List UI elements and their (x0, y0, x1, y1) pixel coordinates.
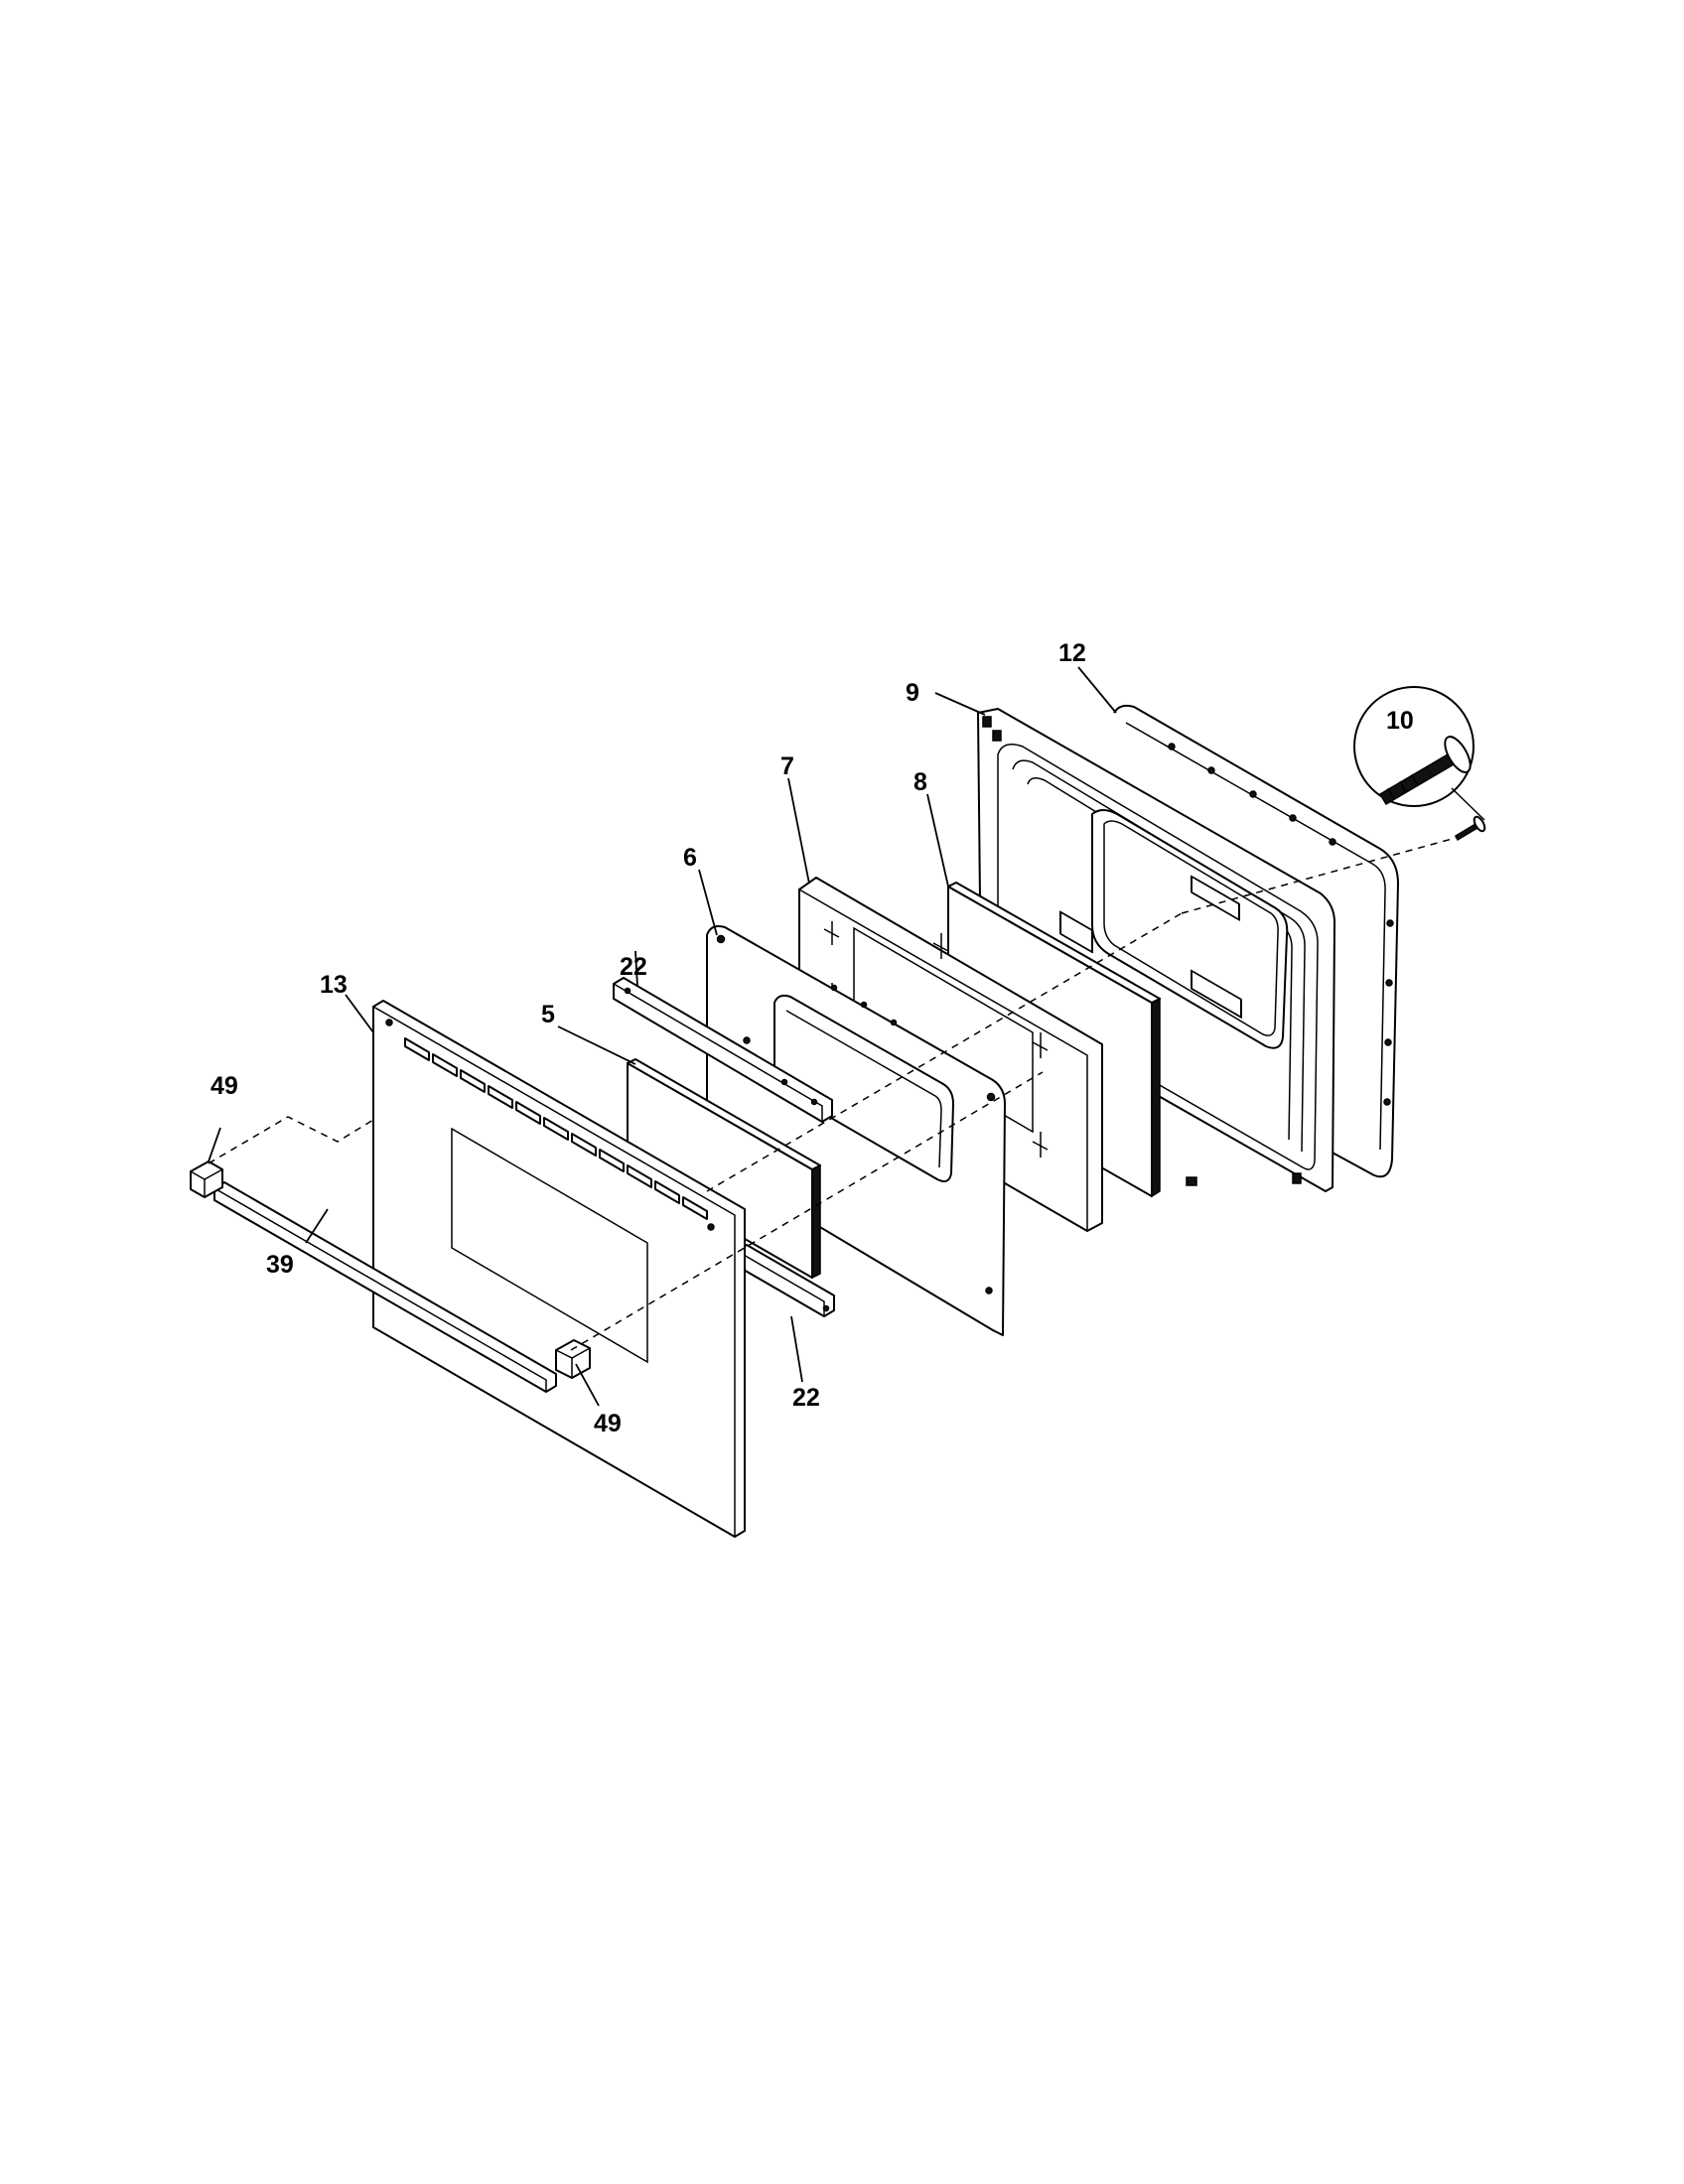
callout-49-left: 49 (210, 1072, 238, 1100)
insulation-panel-part (798, 877, 1103, 1232)
callout-10: 10 (1386, 707, 1414, 735)
callout-49-bottom: 49 (594, 1410, 622, 1437)
callout-39: 39 (266, 1251, 294, 1279)
callout-22-top: 22 (620, 953, 647, 981)
callout-5: 5 (541, 1001, 555, 1028)
door-channel-upper-part (613, 977, 833, 1123)
callout-12: 12 (1058, 639, 1086, 667)
door-handle-part (213, 1181, 557, 1393)
callout-22-bottom: 22 (792, 1384, 820, 1412)
screw-detail-bubble (1353, 686, 1485, 821)
inner-window-glass-part (627, 1058, 821, 1280)
alignment-lines (208, 837, 1457, 1351)
callout-7: 7 (780, 752, 794, 780)
callout-8: 8 (913, 768, 927, 796)
callout-6: 6 (683, 844, 697, 872)
screw-part (1455, 815, 1486, 842)
leader-lines (208, 666, 1117, 1407)
callout-13: 13 (320, 971, 348, 999)
callout-9: 9 (906, 679, 919, 707)
outer-door-panel-part (372, 1000, 746, 1538)
callout-labels: 13 49 39 5 22 6 7 8 9 12 10 22 49 (210, 639, 1414, 1437)
door-liner-frame-part (706, 925, 1006, 1336)
handle-end-cap-right (555, 1339, 591, 1379)
